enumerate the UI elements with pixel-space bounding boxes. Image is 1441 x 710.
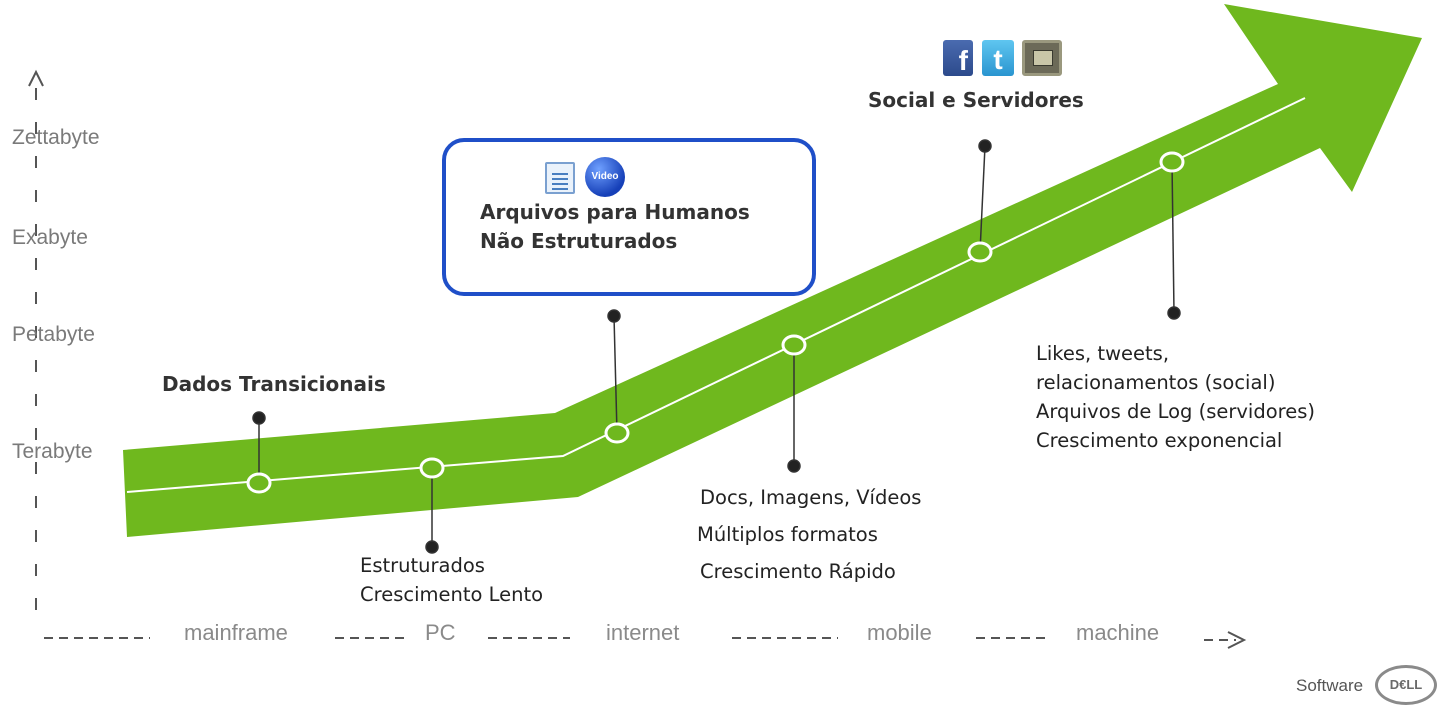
scale-terabyte: Terabyte [12, 440, 93, 463]
era-pc: PC [425, 620, 456, 645]
scale-exabyte: Exabyte [12, 226, 88, 249]
twitter-icon: t [982, 40, 1014, 76]
brand-text: Software [1296, 676, 1364, 695]
era-mobile: mobile [867, 620, 932, 645]
node-3 [604, 422, 630, 444]
note-line: relacionamentos (social) [1036, 371, 1276, 394]
node-1 [246, 472, 272, 494]
facebook-icon: f [943, 40, 973, 76]
era-machine: machine [1076, 620, 1160, 645]
node-4 [781, 334, 807, 356]
era-internet: internet [606, 620, 680, 645]
node-6 [1159, 151, 1185, 173]
title-social: Social e Servidores [868, 88, 1084, 112]
title-human-files-1: Arquivos para Humanos [480, 200, 750, 224]
note-line: Estruturados [360, 554, 485, 577]
era-mainframe: mainframe [184, 620, 288, 645]
note-line: Crescimento Lento [360, 583, 544, 606]
node-5 [967, 241, 993, 263]
y-axis-arrowhead [28, 69, 44, 87]
note-line: Docs, Imagens, Vídeos [700, 486, 922, 509]
notes-human-files: Docs, Imagens, Vídeos Múltiplos formatos… [697, 479, 922, 590]
note-line: Crescimento Rápido [700, 560, 896, 583]
video-icon: Video [585, 157, 625, 197]
note-line: Crescimento exponencial [1036, 429, 1283, 452]
note-line: Arquivos de Log (servidores) [1036, 400, 1315, 423]
milestone-nodes [246, 151, 1185, 494]
dell-logo: D€LL [1375, 665, 1437, 705]
notes-social: Likes, tweets, relacionamentos (social) … [1036, 339, 1315, 455]
notes-transactional: Estruturados Crescimento Lento [360, 551, 543, 609]
title-human-files-2: Não Estruturados [480, 229, 678, 253]
connectors [252, 139, 1181, 554]
node-2 [419, 457, 445, 479]
server-icon [1022, 40, 1062, 76]
x-axis [44, 637, 1236, 641]
title-transactional: Dados Transicionais [162, 372, 386, 396]
document-icon [545, 162, 575, 194]
note-line: Múltiplos formatos [697, 523, 878, 546]
scale-zettabyte: Zettabyte [12, 126, 100, 149]
x-axis-arrowhead [1227, 631, 1247, 649]
scale-petabyte: Petabyte [12, 323, 95, 346]
growth-line [126, 97, 1306, 493]
note-line: Likes, tweets, [1036, 342, 1170, 365]
highlight-box [442, 138, 816, 296]
